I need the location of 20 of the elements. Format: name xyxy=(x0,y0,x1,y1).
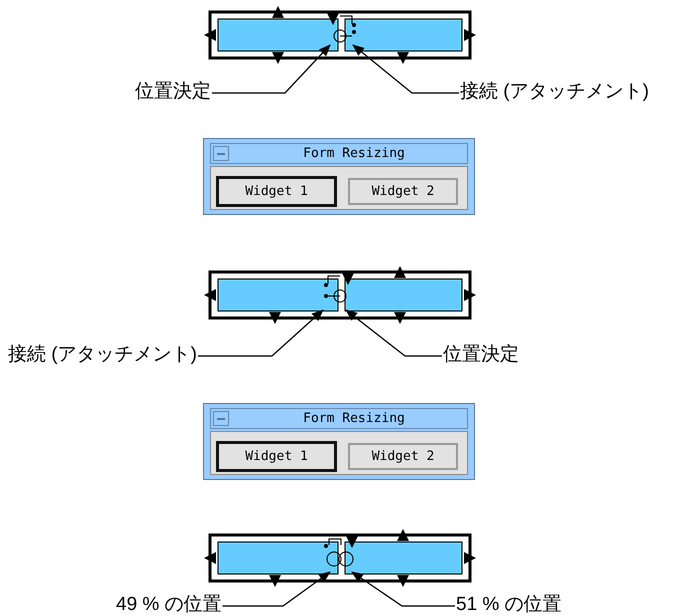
widget-button: Widget 2 xyxy=(348,178,458,205)
callout-text: 位置決定 xyxy=(135,80,211,106)
widget-button: Widget 1 xyxy=(216,441,337,472)
widget-button: Widget 2 xyxy=(348,443,458,470)
callout-text: 49 % の位置 xyxy=(116,593,222,616)
leader-line xyxy=(198,309,324,357)
callout-text: 接続 (アタッチメント) xyxy=(460,80,649,106)
leader-line xyxy=(222,571,331,607)
callout-text: 接続 (アタッチメント) xyxy=(8,343,197,369)
callout-text: 51 % の位置 xyxy=(456,593,562,616)
window-title: Form Resizing xyxy=(302,411,406,426)
widget-button: Widget 1 xyxy=(216,176,337,207)
window-frame xyxy=(203,403,475,480)
callout-text: 位置決定 xyxy=(443,343,519,369)
leader-line xyxy=(351,571,455,607)
leader-line xyxy=(352,44,459,94)
window-title: Form Resizing xyxy=(302,146,406,161)
leader-line xyxy=(212,44,331,94)
window-frame xyxy=(203,138,475,215)
leader-line xyxy=(345,309,442,357)
